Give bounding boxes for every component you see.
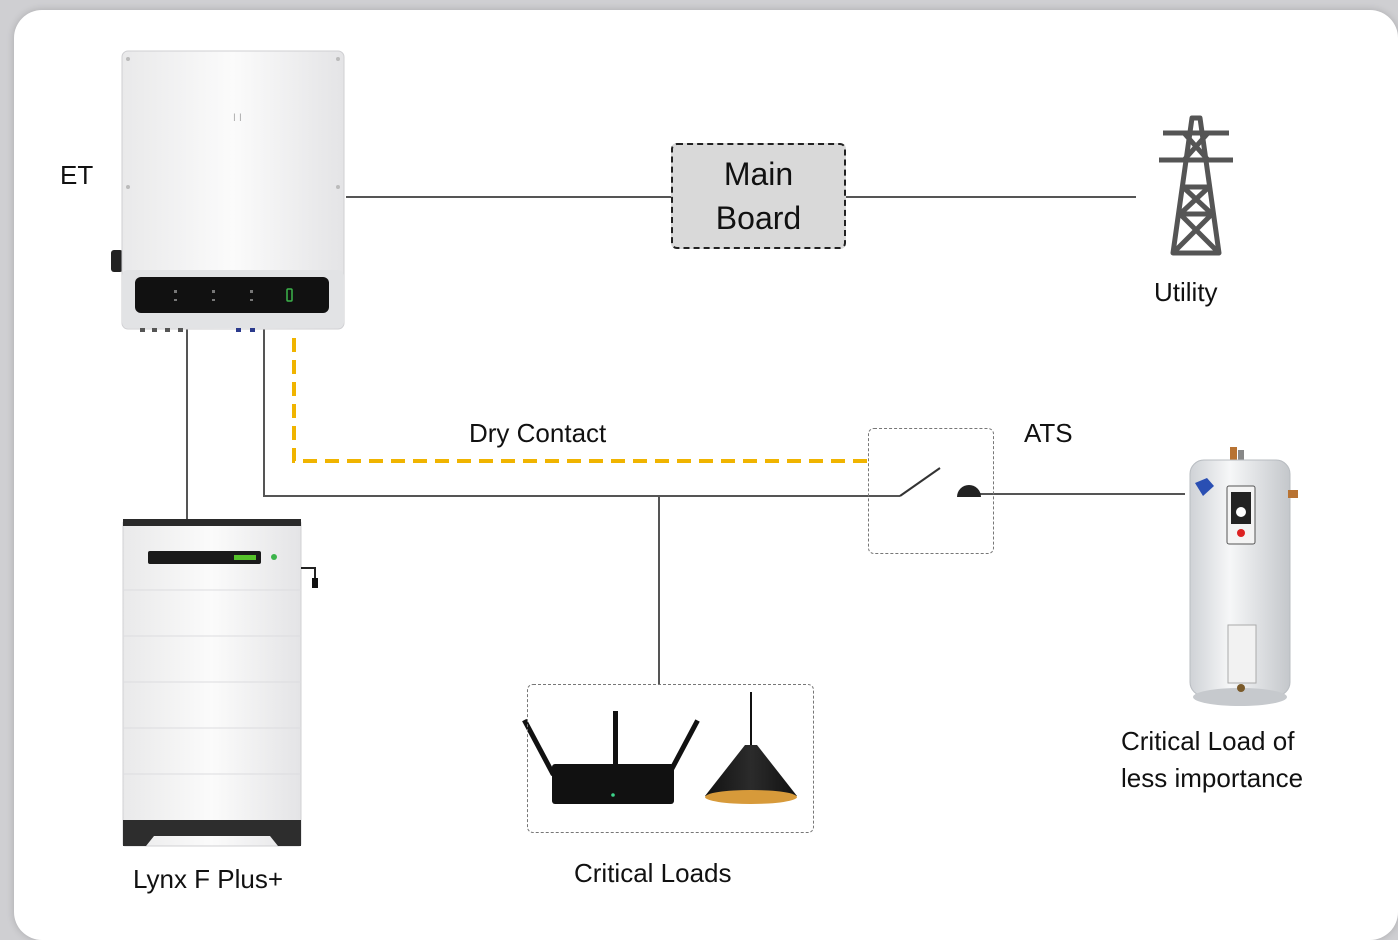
water-heater-label-line2: less importance [1121, 763, 1304, 793]
pendant-lamp-icon [705, 692, 797, 804]
power-lines [186, 196, 1185, 684]
ats-box [868, 428, 994, 554]
ats-label: ATS [1024, 418, 1073, 448]
critical-loads-box [527, 684, 814, 833]
dry-contact-label: Dry Contact [469, 418, 607, 448]
svg-text:l l: l l [233, 113, 242, 124]
water-heater-icon [1189, 447, 1298, 706]
inverter-label: ET [60, 160, 94, 190]
critical-loads-label: Critical Loads [574, 858, 732, 888]
line-et-backup [263, 328, 900, 497]
battery-label: Lynx F Plus+ [133, 864, 284, 894]
router-icon [522, 711, 700, 804]
water-heater-label-line1: Critical Load of [1121, 726, 1295, 756]
inverter-icon: l l [111, 50, 345, 332]
main-board-node: Main Board [671, 143, 846, 249]
transmission-tower-icon [1159, 115, 1233, 256]
switch-icon [899, 467, 981, 497]
battery-icon [122, 519, 318, 847]
main-board-label-line2: Board [715, 200, 802, 236]
main-board-label-line1: Main [723, 156, 794, 192]
utility-label: Utility [1154, 277, 1218, 307]
dry-contact-line [292, 338, 869, 463]
